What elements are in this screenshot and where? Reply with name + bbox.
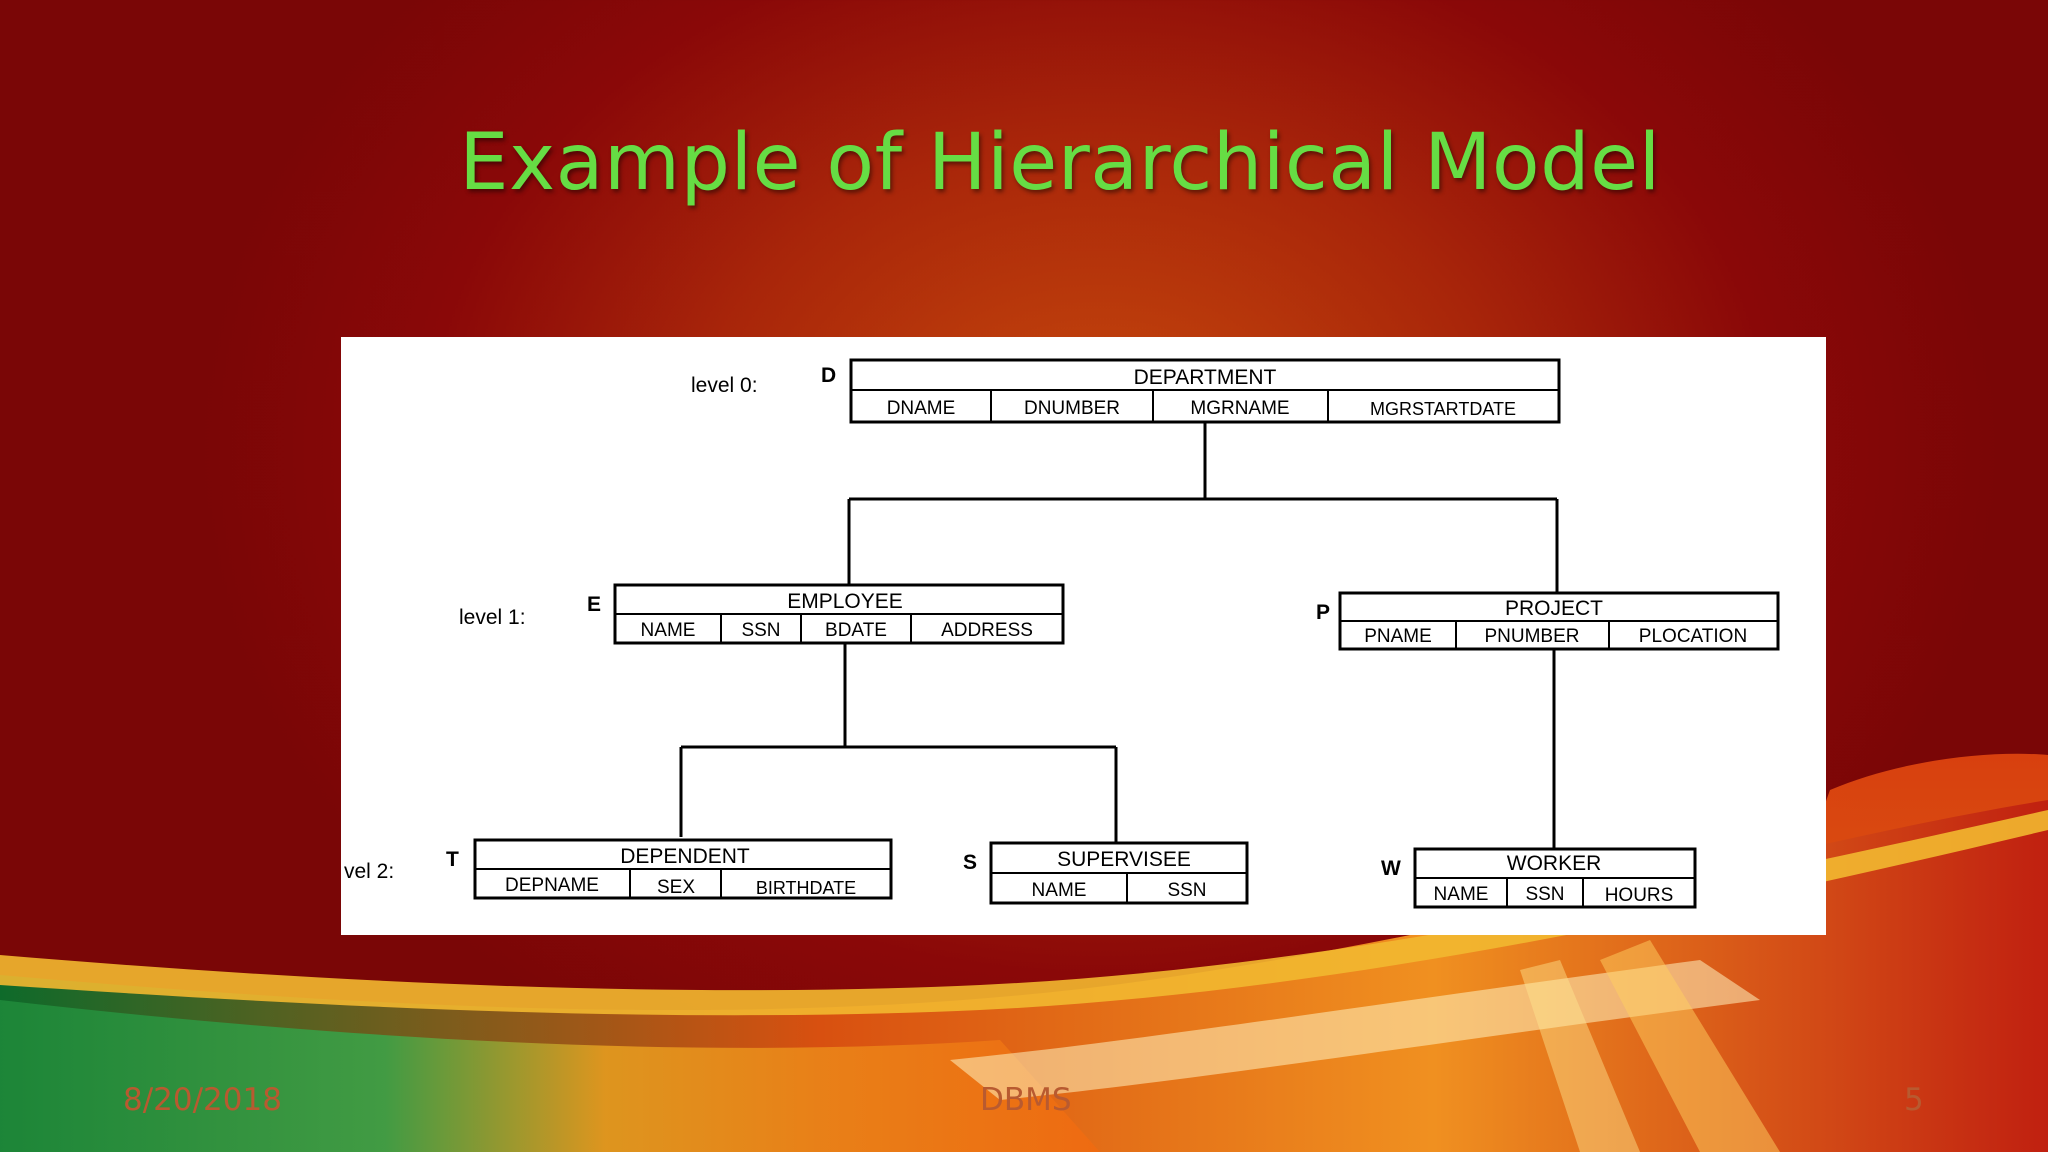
supervisee-name: SUPERVISEE — [1057, 848, 1191, 871]
supervisee-field-ssn: SSN — [1167, 880, 1206, 901]
page-number: 5 — [1904, 1082, 1924, 1118]
level-1-label: level 1: — [459, 606, 526, 629]
employee-field-address: ADDRESS — [941, 620, 1033, 641]
employee-field-bdate: BDATE — [825, 620, 887, 641]
dependent-letter: T — [446, 848, 459, 871]
employee-name: EMPLOYEE — [787, 590, 903, 613]
worker-field-hours: HOURS — [1605, 885, 1674, 906]
department-field-dnumber: DNUMBER — [1024, 398, 1120, 419]
hierarchy-diagram: level 0: level 1: vel 2: D DEPARTMENT DN… — [344, 358, 1780, 909]
project-letter: P — [1316, 601, 1330, 624]
department-letter: D — [821, 364, 836, 387]
dependent-field-depname: DEPNAME — [505, 875, 599, 896]
hierarchical-model-figure: level 0: level 1: vel 2: D DEPARTMENT DN… — [341, 337, 1826, 935]
level-2-label: vel 2: — [344, 860, 394, 883]
connector-dept-children — [847, 423, 1559, 593]
project-field-plocation: PLOCATION — [1639, 626, 1747, 647]
department-field-mgrstartdate: MGRSTARTDATE — [1370, 399, 1516, 419]
record-project: P PROJECT PNAME PNUMBER PLOCATION — [1316, 591, 1780, 651]
tree-connectors — [679, 423, 1559, 849]
supervisee-letter: S — [963, 851, 977, 874]
worker-letter: W — [1381, 857, 1401, 880]
footer-subject: DBMS — [980, 1082, 1072, 1118]
employee-field-name: NAME — [641, 620, 696, 641]
record-employee: E EMPLOYEE NAME SSN BDATE ADDRESS — [587, 583, 1065, 645]
supervisee-field-name: NAME — [1032, 880, 1087, 901]
dependent-field-birthdate: BIRTHDATE — [756, 878, 856, 898]
employee-letter: E — [587, 593, 601, 616]
slide-title: Example of Hierarchical Model — [459, 118, 1661, 208]
project-name: PROJECT — [1505, 597, 1603, 620]
project-field-pname: PNAME — [1364, 626, 1432, 647]
level-0-label: level 0: — [691, 374, 758, 397]
worker-field-ssn: SSN — [1525, 884, 1564, 905]
footer-date: 8/20/2018 — [123, 1082, 282, 1118]
dependent-name: DEPENDENT — [620, 845, 750, 868]
department-name: DEPARTMENT — [1134, 366, 1277, 389]
record-dependent: T DEPENDENT DEPNAME SEX BIRTHDATE — [446, 838, 893, 900]
record-department: D DEPARTMENT DNAME DNUMBER MGRNAME MGRST… — [821, 358, 1561, 424]
worker-name: WORKER — [1507, 852, 1602, 875]
department-field-dname: DNAME — [887, 398, 956, 419]
department-field-mgrname: MGRNAME — [1190, 398, 1289, 419]
connector-employee-children — [679, 643, 1118, 843]
worker-field-name: NAME — [1434, 884, 1489, 905]
record-supervisee: S SUPERVISEE NAME SSN — [963, 841, 1249, 905]
project-field-pnumber: PNUMBER — [1484, 626, 1579, 647]
record-worker: W WORKER NAME SSN HOURS — [1381, 847, 1697, 909]
dependent-field-sex: SEX — [657, 877, 695, 898]
employee-field-ssn: SSN — [741, 620, 780, 641]
